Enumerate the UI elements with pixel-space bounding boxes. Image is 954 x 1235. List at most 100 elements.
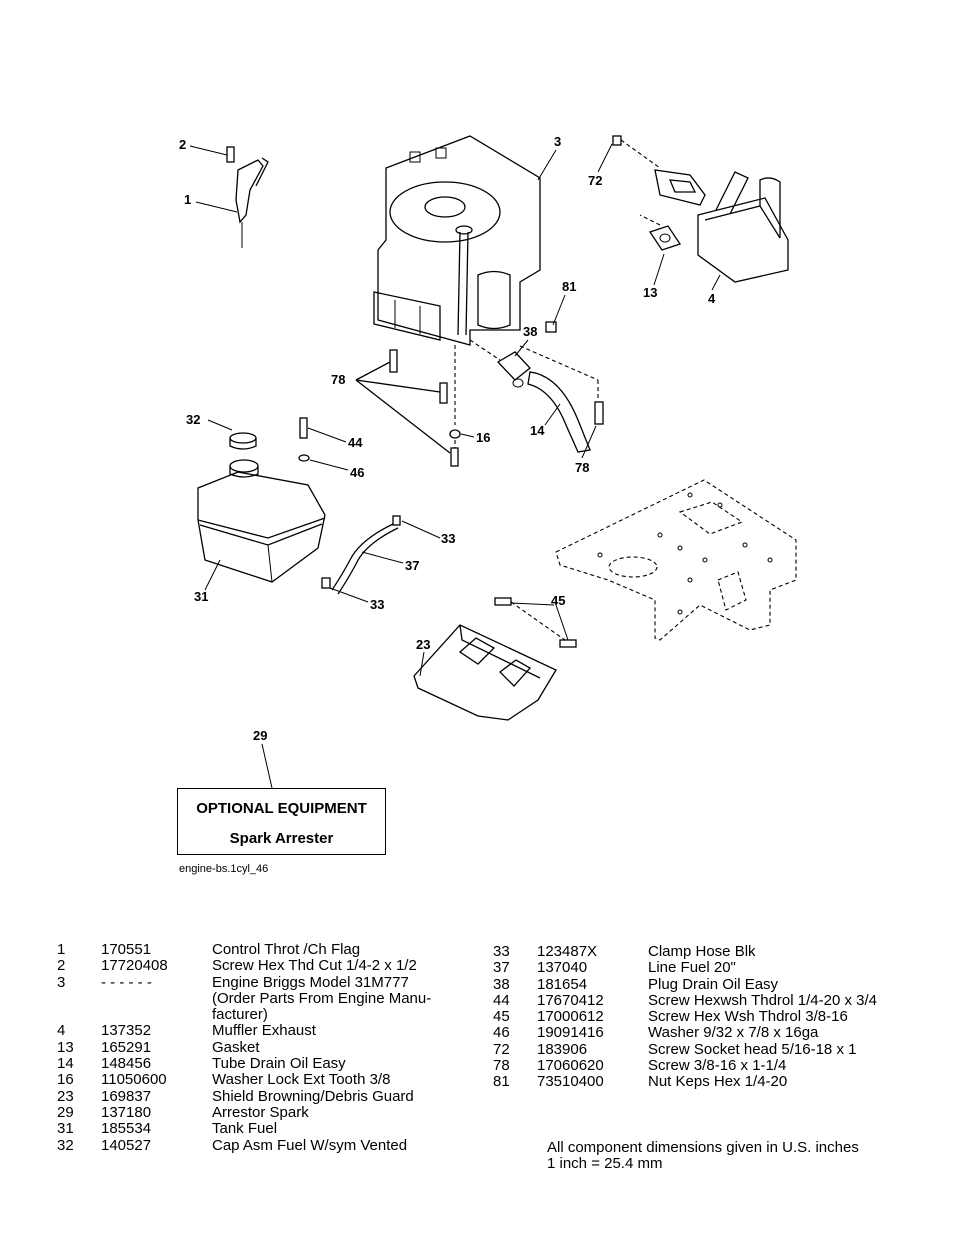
part-number: 19091416 <box>537 1024 604 1042</box>
part-number: 17720408 <box>101 957 168 975</box>
callout-29: 29 <box>253 728 267 743</box>
shield-drawing <box>413 597 577 721</box>
throttle-control-drawing <box>226 146 269 248</box>
part-ref-number: 32 <box>57 1136 74 1154</box>
parts-list-row: 46 19091416 Washer 9/32 x 7/8 x 16ga <box>493 1024 913 1042</box>
parts-list-row: 29 137180 Arrestor Spark <box>57 1103 477 1121</box>
frame-drawing <box>555 479 797 641</box>
callout-37: 37 <box>405 558 419 573</box>
callout-13: 13 <box>643 285 657 300</box>
optional-equipment-box: OPTIONAL EQUIPMENT Spark Arrester <box>177 788 386 855</box>
part-number: 165291 <box>101 1038 152 1056</box>
muffler-drawing <box>612 135 789 283</box>
part-ref-number: 4 <box>57 1022 66 1040</box>
part-description: Clamp Hose Blk <box>648 943 756 960</box>
part-description: Arrestor Spark <box>212 1103 309 1121</box>
callout-45: 45 <box>551 593 565 608</box>
part-ref-number: 81 <box>493 1073 510 1091</box>
part-description: facturer) <box>212 1006 268 1024</box>
part-description: Screw Hex Wsh Thdrol 3/8-16 <box>648 1008 848 1026</box>
callout-16: 16 <box>476 430 490 445</box>
parts-list-row: 32 140527 Cap Asm Fuel W/sym Vented <box>57 1136 477 1154</box>
part-description: Washer Lock Ext Tooth 3/8 <box>212 1071 391 1089</box>
dimension-note-line1: All component dimensions given in U.S. i… <box>547 1139 859 1156</box>
part-ref-number: 3 <box>57 973 66 991</box>
part-ref-number: 13 <box>57 1038 74 1056</box>
part-number: 148456 <box>101 1055 152 1073</box>
part-ref-number: 2 <box>57 957 66 975</box>
fuel-line-drawing <box>321 515 401 595</box>
callout-4: 4 <box>708 291 716 306</box>
part-description: Screw Hex Thd Cut 1/4-2 x 1/2 <box>212 957 417 975</box>
part-number: 17000612 <box>537 1008 604 1026</box>
part-ref-number: 33 <box>493 943 510 960</box>
callout-32: 32 <box>186 412 200 427</box>
part-number: 123487X <box>537 943 598 960</box>
part-ref-number: 72 <box>493 1040 510 1058</box>
part-ref-number: 29 <box>57 1103 74 1121</box>
part-description: Screw Hexwsh Thdrol 1/4-20 x 3/4 <box>648 991 877 1009</box>
part-number: 185534 <box>101 1120 152 1138</box>
part-ref-number: 46 <box>493 1024 510 1042</box>
fuel-tank-drawing <box>197 459 326 583</box>
part-ref-number: 45 <box>493 1008 510 1026</box>
optional-equipment-title: OPTIONAL EQUIPMENT <box>196 800 367 817</box>
part-number: - - - - - - <box>101 973 152 991</box>
part-ref-number: 78 <box>493 1057 510 1075</box>
drain-tube-drawing <box>469 321 604 453</box>
part-ref-number: 38 <box>493 975 510 993</box>
part-ref-number: 14 <box>57 1055 74 1073</box>
callout-78-left: 78 <box>331 372 345 387</box>
part-description: Gasket <box>212 1038 260 1056</box>
parts-list-row: 4 137352 Muffler Exhaust <box>57 1022 477 1040</box>
callout-46: 46 <box>350 465 364 480</box>
parts-list-row: 13 165291 Gasket <box>57 1038 477 1056</box>
callout-38: 38 <box>523 324 537 339</box>
part-number: 181654 <box>537 975 588 993</box>
callout-31: 31 <box>194 589 208 604</box>
optional-equipment-subtitle: Spark Arrester <box>229 830 334 847</box>
part-ref-number: 37 <box>493 959 510 977</box>
part-number: 73510400 <box>537 1073 604 1091</box>
parts-list-row: 2 17720408 Screw Hex Thd Cut 1/4-2 x 1/2 <box>57 957 477 975</box>
engine-mount-screws-drawing <box>355 345 461 467</box>
part-description: Control Throt /Ch Flag <box>212 941 361 958</box>
part-number: 137180 <box>101 1103 152 1121</box>
part-description: Nut Keps Hex 1/4-20 <box>648 1073 788 1091</box>
callout-labels: 2 1 3 72 4 13 81 38 78 32 44 46 16 14 78… <box>179 134 716 743</box>
callout-44: 44 <box>348 435 363 450</box>
part-number: 137040 <box>537 959 588 977</box>
dimension-note-line2: 1 inch = 25.4 mm <box>547 1155 663 1172</box>
fuel-cap-drawing <box>229 417 310 462</box>
part-number: 17670412 <box>537 991 604 1009</box>
callout-14: 14 <box>530 423 545 438</box>
callout-3: 3 <box>554 134 561 149</box>
part-description: Tank Fuel <box>212 1120 278 1138</box>
part-description: Cap Asm Fuel W/sym Vented <box>212 1136 408 1154</box>
leader-lines <box>189 143 721 789</box>
part-description: Washer 9/32 x 7/8 x 16ga <box>648 1024 819 1042</box>
part-ref-number: 31 <box>57 1120 74 1138</box>
callout-33-bottom: 33 <box>370 597 384 612</box>
part-description: Line Fuel 20" <box>648 959 736 977</box>
parts-list-row: 31 185534 Tank Fuel <box>57 1120 477 1138</box>
part-description: Muffler Exhaust <box>212 1022 316 1040</box>
part-description: (Order Parts From Engine Manu- <box>212 989 432 1007</box>
part-number: 140527 <box>101 1136 152 1154</box>
parts-list-row: 33 123487X Clamp Hose Blk <box>493 943 913 960</box>
part-number: 17060620 <box>537 1057 604 1075</box>
callout-33-top: 33 <box>441 531 455 546</box>
part-number: 137352 <box>101 1022 152 1040</box>
part-ref-number: 23 <box>57 1087 74 1105</box>
callout-78-right: 78 <box>575 460 589 475</box>
parts-list-row: 45 17000612 Screw Hex Wsh Thdrol 3/8-16 <box>493 1008 913 1026</box>
